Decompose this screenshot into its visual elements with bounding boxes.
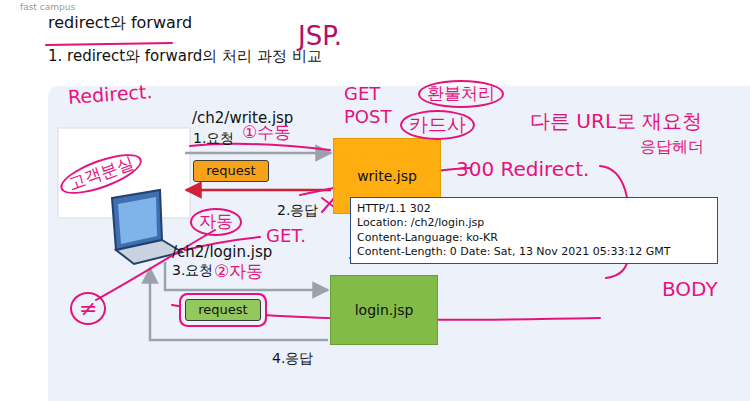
request-tag: request xyxy=(193,160,269,182)
handwritten-note: GET xyxy=(344,84,380,105)
node-text: HTTP/1.1 302 xyxy=(357,202,431,216)
diagram-label: 2.응답 xyxy=(277,202,318,218)
request-arrow xyxy=(165,262,328,290)
slide-title: redirect와 forward xyxy=(48,14,192,32)
handwritten-note: 카드사 xyxy=(400,110,475,140)
node-text: request xyxy=(198,302,247,318)
handwritten-note: 다른 URL로 재요청 xyxy=(530,110,702,133)
node-text: Content-Length: 0 Date: Sat, 13 Nov 2021… xyxy=(357,245,670,259)
diagram-label: 1.요청 xyxy=(193,130,234,146)
diagram-label: 1. redirect와 forward의 처리 과정 비교 xyxy=(48,48,322,65)
handwritten-note: 자동 xyxy=(190,208,242,236)
handwritten-note: 응답헤더 xyxy=(640,138,704,156)
node-text: request xyxy=(206,163,255,179)
diagram-label: 4.응답 xyxy=(272,350,313,366)
diagram-label: JSP. xyxy=(298,22,342,52)
diagram-label: fast campus xyxy=(20,2,75,12)
response-arrow xyxy=(186,189,331,192)
diagram-label: /ch2/login.jsp xyxy=(172,244,272,261)
node-text: Content-Language: ko-KR xyxy=(357,231,498,245)
node-text: login.jsp xyxy=(355,302,414,319)
request-tag: request xyxy=(185,299,261,321)
node-text: Location: /ch2/login.jsp xyxy=(357,216,484,230)
response-header-box: HTTP/1.1 302Location: /ch2/login.jspCont… xyxy=(350,197,718,264)
handwritten-note: ②자동 xyxy=(214,262,263,282)
background-panel xyxy=(48,86,750,401)
handwritten-note: 300 Redirect. xyxy=(456,158,589,181)
handwritten-note: ①수동 xyxy=(242,123,291,143)
jsp-box: login.jsp xyxy=(330,275,438,345)
diagram-label: 3.요청 xyxy=(172,262,213,278)
handwritten-note: POST xyxy=(344,107,391,128)
laptop-icon xyxy=(112,190,182,264)
handwritten-note: 환불처리 xyxy=(418,80,504,108)
handwritten-note: BODY xyxy=(662,278,718,301)
request-arrow xyxy=(185,152,331,155)
node-text: write.jsp xyxy=(357,168,417,185)
